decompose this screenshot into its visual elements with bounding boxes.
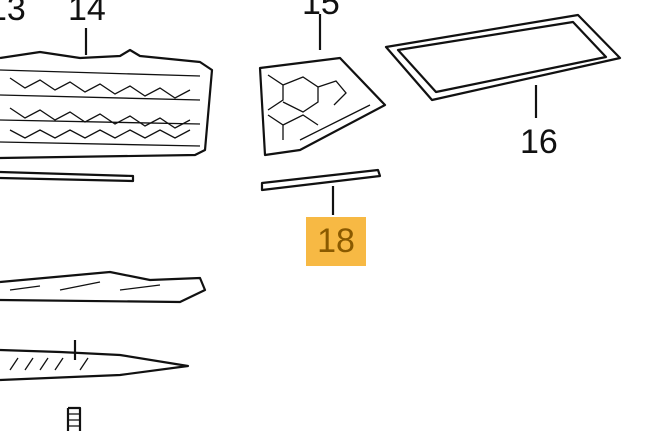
callout-label-16: 16 [520,123,558,161]
part-16-frame[interactable] [384,13,622,118]
part-14-grille[interactable] [0,28,214,183]
lower-trim-parts[interactable] [0,270,207,431]
callout-label-13: 13 [0,0,26,28]
part-15-insert[interactable] [258,14,387,215]
callout-label-18-highlighted[interactable]: 18 [306,217,366,266]
callout-label-15: 15 [302,0,340,22]
callout-label-14: 14 [68,0,106,28]
